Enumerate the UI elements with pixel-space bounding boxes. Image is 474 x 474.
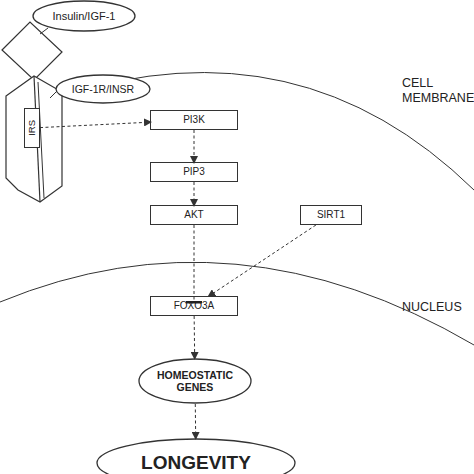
process-box: IRS (24, 108, 40, 148)
node-text: HOMEOSTATIC GENES (138, 369, 252, 393)
node-text: AKT (184, 209, 203, 221)
node-text: FOXO3A (174, 300, 215, 312)
nuclear-membrane-line (0, 262, 474, 345)
activation-arrow (208, 225, 316, 297)
ellipse-node: HOMEOSTATIC GENES (138, 358, 252, 404)
receptor-ligand-site (2, 22, 62, 80)
ellipse-shape (33, 1, 135, 31)
ellipse-node: Insulin/IGF-1 (32, 0, 136, 32)
receptor-body (6, 76, 62, 202)
node-text: IRS (27, 120, 38, 136)
activation-arrow (194, 182, 195, 206)
node-text: PIP3 (183, 166, 205, 178)
region-label: NUCLEUS (402, 300, 472, 315)
process-box: FOXO3A (150, 296, 238, 316)
leader-line (40, 28, 48, 34)
node-text: PI3K (183, 114, 205, 126)
activation-arrow (194, 316, 196, 359)
node-text: SIRT1 (317, 209, 345, 221)
activation-arrow (40, 122, 151, 127)
ellipse-node: IGF-1R/INSR (55, 74, 151, 104)
node-text: IGF-1R/INSR (72, 83, 134, 95)
process-box: AKT (150, 205, 238, 225)
cell-membrane-line (62, 73, 474, 190)
process-box: PI3K (150, 110, 238, 130)
ellipse-shape (56, 75, 150, 103)
region-label: CELL MEMBRANE (402, 76, 472, 106)
activation-arrow (194, 130, 195, 163)
node-text: LONGEVITY (141, 452, 251, 474)
inhibition-connector (194, 225, 195, 303)
node-text: Insulin/IGF-1 (53, 10, 116, 23)
ellipse-shape (97, 439, 295, 474)
ellipse-shape (139, 359, 251, 403)
activation-arrow (195, 404, 196, 439)
process-box: PIP3 (150, 162, 238, 182)
ellipse-node: LONGEVITY (96, 438, 296, 474)
process-box: SIRT1 (300, 205, 362, 225)
